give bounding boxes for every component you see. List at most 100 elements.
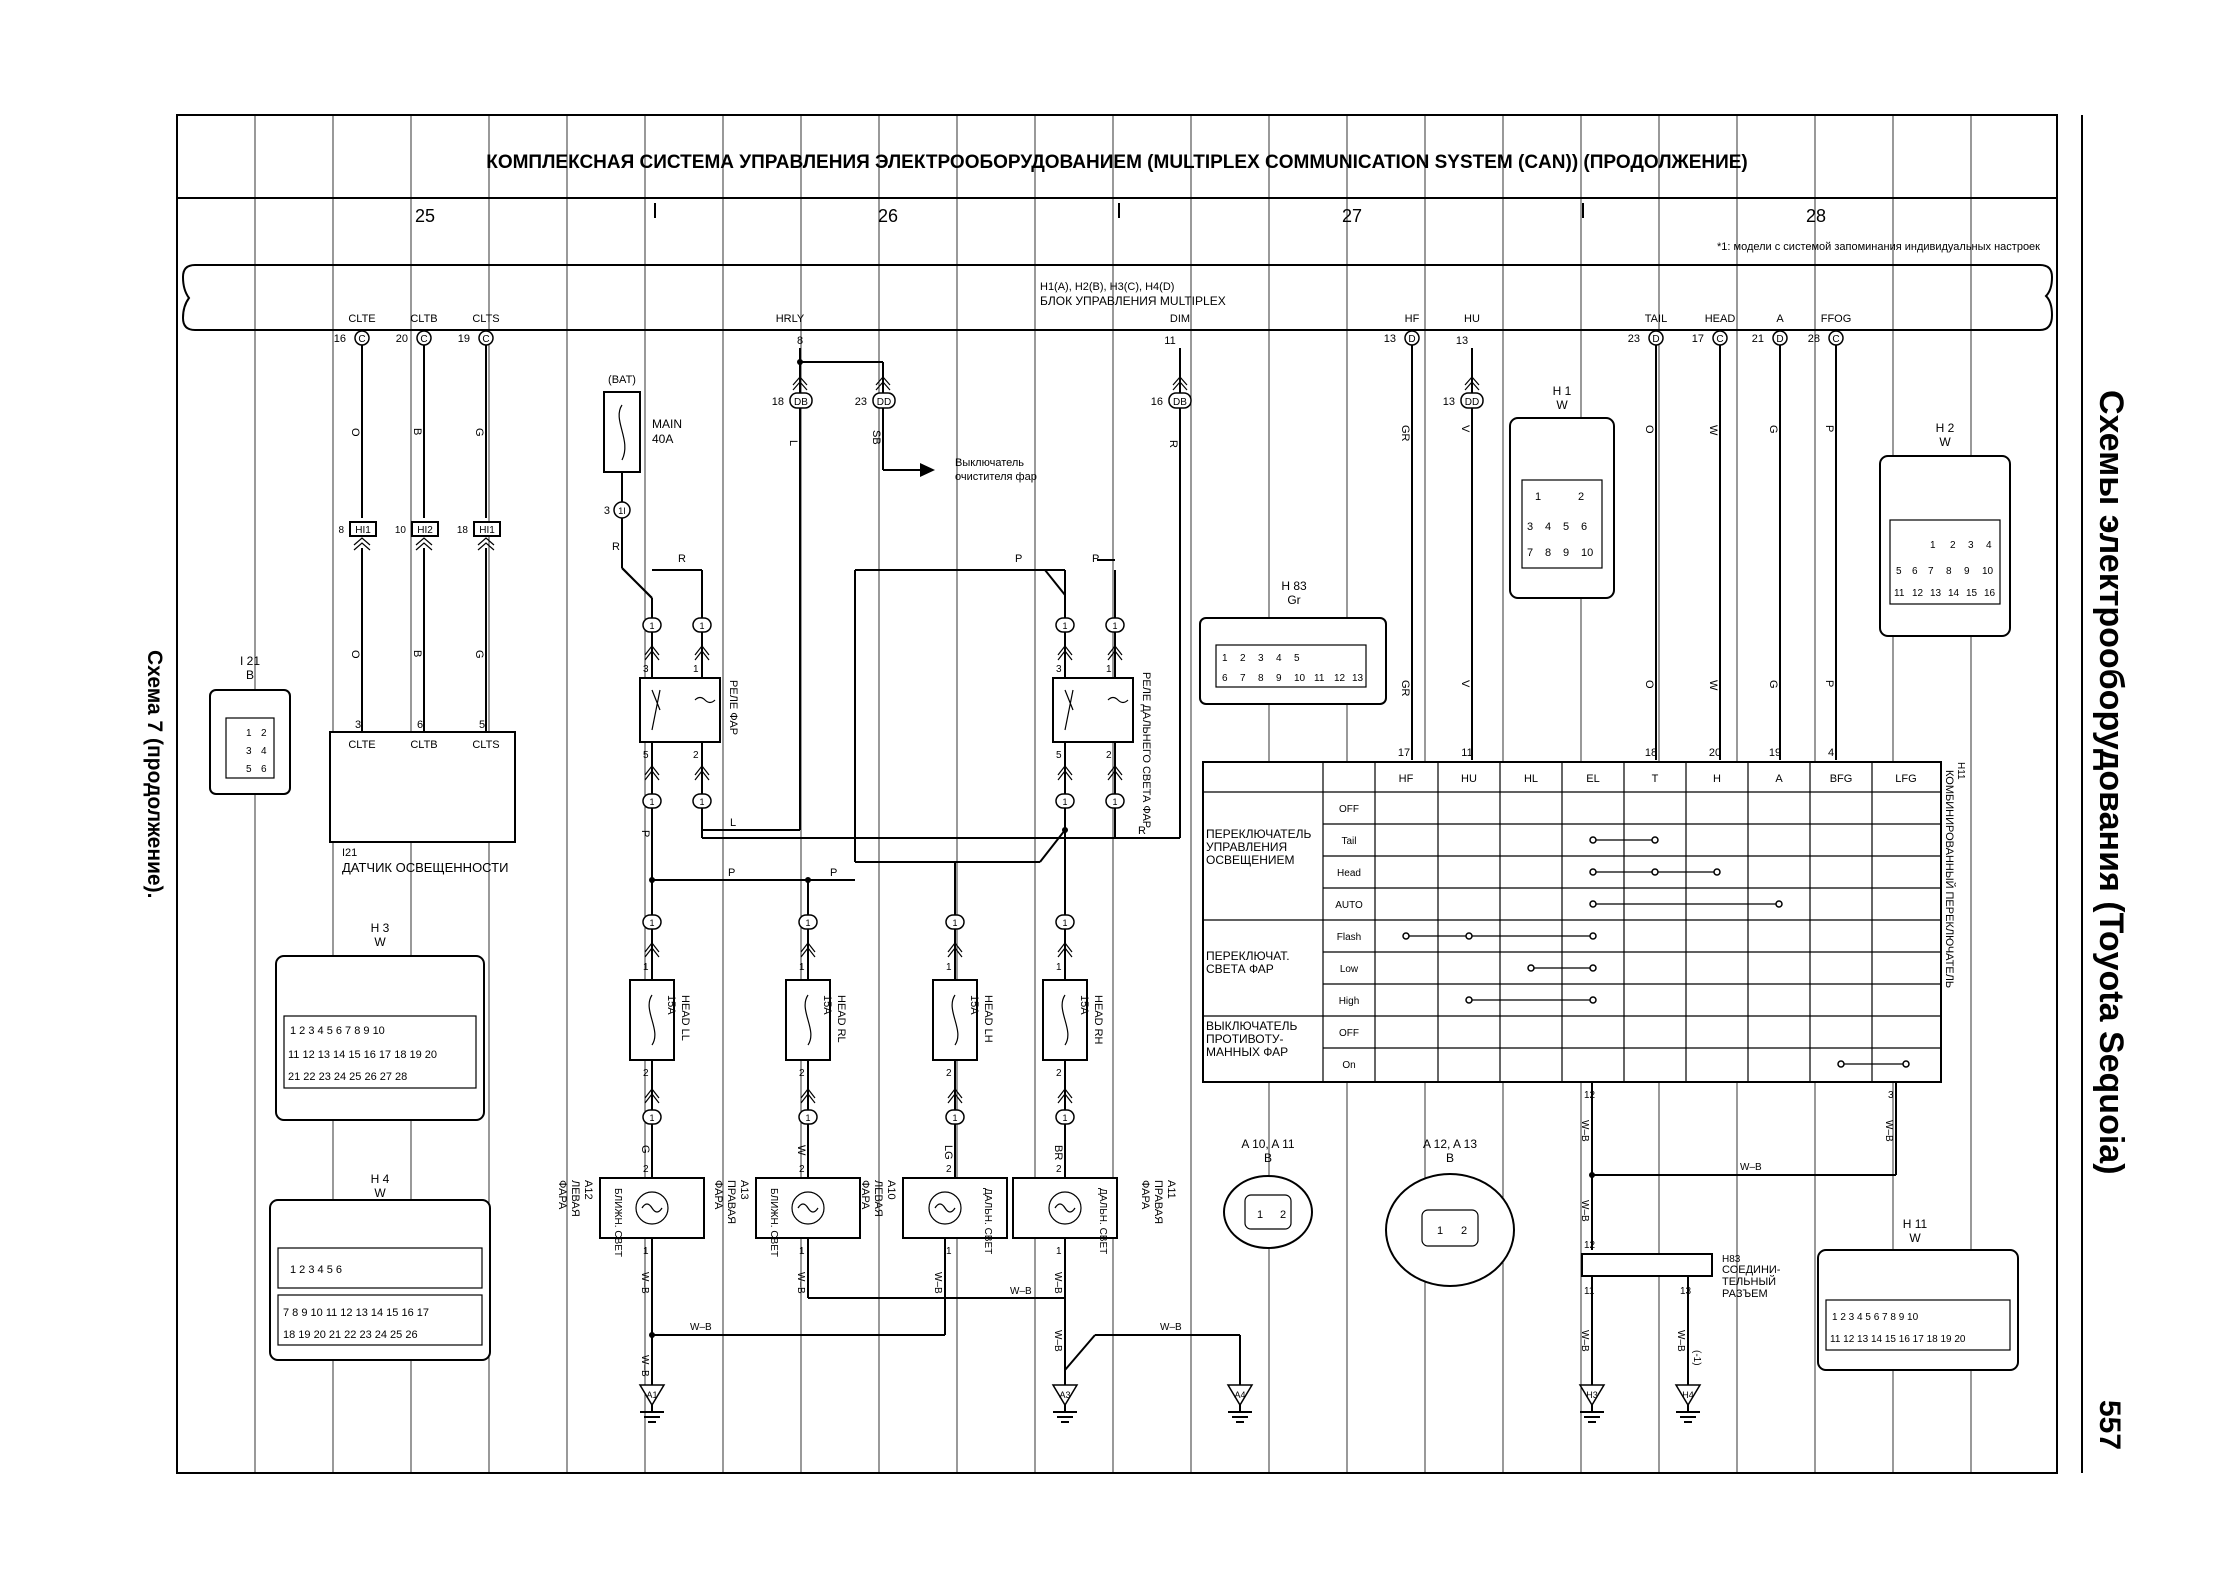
- svg-text:P: P: [639, 830, 651, 837]
- svg-text:3: 3: [1968, 540, 1974, 551]
- svg-text:T: T: [1652, 773, 1659, 785]
- svg-text:W: W: [1909, 1231, 1921, 1245]
- svg-text:1: 1: [649, 918, 654, 928]
- svg-text:P: P: [1823, 425, 1835, 432]
- svg-text:1: 1: [1106, 664, 1112, 675]
- svg-text:19: 19: [1769, 747, 1781, 759]
- svg-text:8: 8: [797, 335, 803, 347]
- svg-text:28: 28: [1806, 206, 1826, 226]
- svg-text:H 2: H 2: [1936, 421, 1955, 435]
- svg-text:H11: H11: [1955, 762, 1966, 780]
- svg-text:8: 8: [338, 525, 344, 536]
- svg-text:HU: HU: [1461, 773, 1477, 785]
- svg-text:23: 23: [1628, 333, 1640, 345]
- svg-text:4: 4: [1828, 747, 1834, 759]
- svg-text:H 11: H 11: [1903, 1217, 1928, 1231]
- svg-text:High: High: [1339, 996, 1360, 1007]
- svg-text:W: W: [795, 1145, 807, 1156]
- combo-switch-name: КОМБИНИРОВАННЫЙ ПЕРЕКЛЮЧАТЕЛЬ: [1943, 770, 1955, 989]
- group-fog: ВЫКЛЮЧАТЕЛЬ ПРОТИВОТУ-МАННЫХ ФАР: [1206, 1020, 1298, 1059]
- svg-text:GR: GR: [1399, 680, 1411, 697]
- svg-text:CLTS: CLTS: [472, 313, 499, 325]
- svg-text:1: 1: [952, 918, 957, 928]
- svg-text:B: B: [246, 668, 254, 682]
- svg-text:БЛИЖН. СВЕТ: БЛИЖН. СВЕТ: [768, 1188, 779, 1257]
- svg-text:V: V: [1459, 425, 1471, 433]
- svg-text:18: 18: [457, 525, 469, 536]
- svg-text:Gr: Gr: [1287, 593, 1300, 607]
- svg-text:A3: A3: [1059, 1390, 1070, 1400]
- svg-text:W–B: W–B: [639, 1355, 650, 1377]
- light-sensor: 3 6 5 CLTE CLTB CLTS I21 ДАТЧИК ОСВЕЩЕНН…: [329, 719, 516, 875]
- svg-text:W–B: W–B: [795, 1272, 806, 1294]
- hrly-wiring: DB 18 DD 23 L SB Выключатель очистителя …: [701, 348, 1037, 831]
- svg-text:очистителя фар: очистителя фар: [955, 471, 1037, 483]
- svg-text:HU: HU: [1464, 313, 1480, 325]
- svg-text:W–B: W–B: [1740, 1162, 1762, 1173]
- svg-text:ФАРА: ФАРА: [556, 1180, 568, 1210]
- svg-text:4: 4: [1545, 521, 1551, 533]
- svg-text:Tail: Tail: [1341, 836, 1356, 847]
- svg-text:ДАЛЬН. СВЕТ: ДАЛЬН. СВЕТ: [1097, 1188, 1108, 1254]
- svg-text:21 22 23 24 25 26 27 28: 21 22 23 24 25 26 27 28: [288, 1071, 407, 1083]
- svg-text:CLTE: CLTE: [348, 313, 375, 325]
- svg-text:РЕЛЕ ДАЛЬНЕГО СВЕТА ФАР: РЕЛЕ ДАЛЬНЕГО СВЕТА ФАР: [1140, 672, 1152, 828]
- svg-text:Head: Head: [1337, 868, 1361, 879]
- svg-text:W–B: W–B: [1675, 1330, 1686, 1352]
- svg-text:2: 2: [799, 1164, 805, 1175]
- svg-text:HEAD: HEAD: [1705, 313, 1736, 325]
- svg-text:H 4: H 4: [371, 1172, 390, 1186]
- svg-text:1: 1: [643, 1246, 649, 1257]
- svg-text:Low: Low: [1340, 964, 1359, 975]
- svg-text:B: B: [1264, 1151, 1272, 1165]
- svg-text:13: 13: [1680, 1286, 1692, 1297]
- svg-text:1: 1: [649, 1113, 654, 1123]
- svg-text:AUTO: AUTO: [1335, 900, 1363, 911]
- svg-text:9: 9: [1563, 547, 1569, 559]
- svg-text:HRLY: HRLY: [776, 313, 805, 325]
- svg-text:P: P: [830, 867, 837, 879]
- svg-text:1: 1: [1056, 962, 1062, 973]
- svg-text:O: O: [349, 428, 361, 437]
- svg-text:3: 3: [1258, 653, 1264, 664]
- svg-text:12: 12: [1912, 588, 1924, 599]
- left-caption: Схема 7 (продолжение).: [143, 650, 166, 898]
- svg-text:7: 7: [1928, 566, 1934, 577]
- footnote: *1: модели с системой запоминания индиви…: [1717, 241, 2040, 253]
- svg-text:20: 20: [1709, 747, 1721, 759]
- svg-text:5: 5: [1056, 750, 1062, 761]
- svg-text:1: 1: [805, 1113, 810, 1123]
- svg-text:A11: A11: [1165, 1180, 1177, 1199]
- svg-text:L: L: [730, 817, 736, 829]
- svg-text:4: 4: [261, 746, 267, 757]
- svg-text:13: 13: [1352, 673, 1364, 684]
- svg-text:R: R: [612, 541, 620, 553]
- svg-text:9: 9: [1276, 673, 1282, 684]
- svg-text:23: 23: [855, 396, 867, 408]
- svg-text:12: 12: [1584, 1240, 1596, 1251]
- svg-text:13: 13: [1456, 335, 1468, 347]
- svg-text:ЛЕВАЯ: ЛЕВАЯ: [569, 1180, 581, 1217]
- sensor-name: ДАТЧИК ОСВЕЩЕННОСТИ: [342, 860, 508, 875]
- svg-text:15A: 15A: [1078, 995, 1090, 1015]
- svg-text:C: C: [482, 334, 489, 345]
- svg-text:2: 2: [1578, 491, 1584, 503]
- svg-text:HF: HF: [1405, 313, 1420, 325]
- svg-text:1: 1: [1056, 1246, 1062, 1257]
- svg-text:1: 1: [952, 1113, 957, 1123]
- svg-text:A4: A4: [1234, 1390, 1245, 1400]
- svg-text:3: 3: [1056, 664, 1062, 675]
- svg-text:10: 10: [1581, 547, 1593, 559]
- svg-text:4: 4: [1276, 653, 1282, 664]
- svg-text:HEAD RH: HEAD RH: [1092, 995, 1104, 1045]
- svg-text:1: 1: [643, 962, 649, 973]
- svg-text:2: 2: [1106, 750, 1112, 761]
- svg-text:26: 26: [878, 206, 898, 226]
- svg-text:A1: A1: [646, 1390, 657, 1400]
- svg-text:5: 5: [1294, 653, 1300, 664]
- svg-text:DD: DD: [877, 397, 891, 408]
- svg-text:1 2 3 4 5: 1 2 3 4 5 6: [290, 1264, 342, 1276]
- page-title: КОМПЛЕКСНАЯ СИСТЕМА УПРАВЛЕНИЯ ЭЛЕКТРООБ…: [486, 152, 1748, 173]
- svg-text:11: 11: [1461, 747, 1472, 759]
